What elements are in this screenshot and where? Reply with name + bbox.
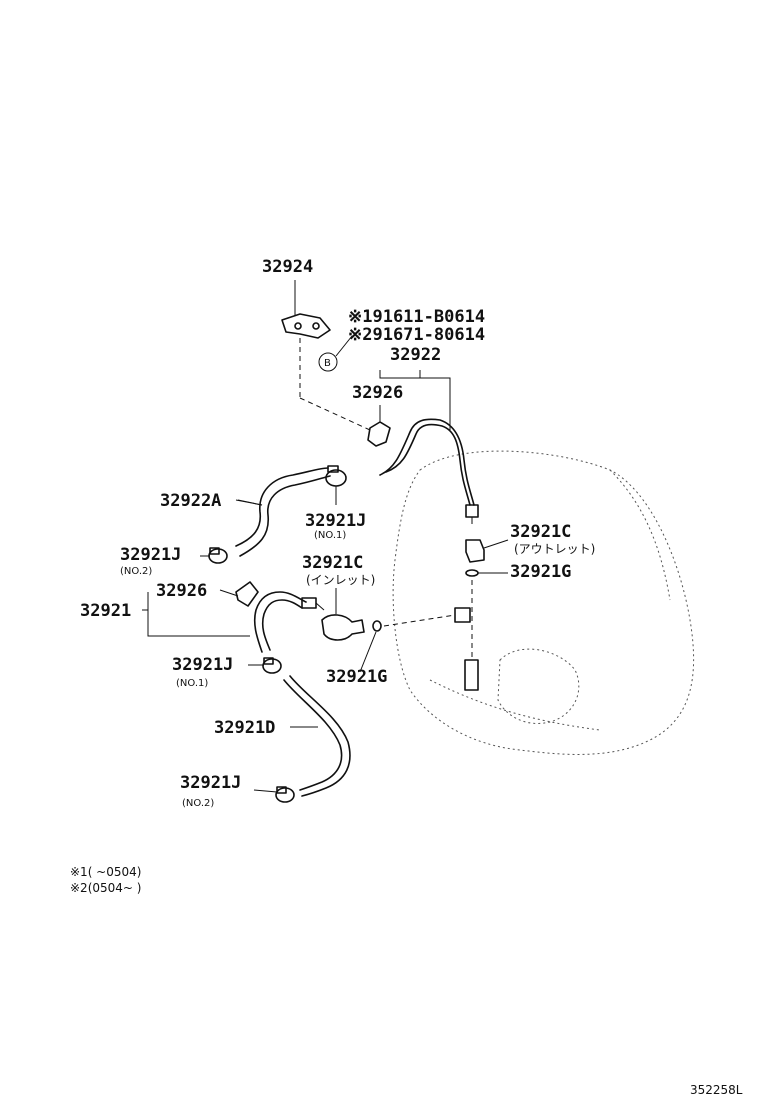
label-alt-part-1: ※191611-B0614	[348, 307, 485, 327]
label-32921J-left: 32921J	[120, 545, 181, 565]
bracket-32924	[281, 280, 331, 339]
label-32921C-inlet: 32921C	[302, 553, 363, 573]
label-32924: 32924	[262, 257, 313, 277]
label-32921C-inlet-ja: (インレット)	[306, 573, 375, 587]
port-boss-lower	[464, 659, 479, 691]
note-2: ※2(0504~ )	[70, 881, 141, 895]
label-32921J-center-no: (NO.1)	[314, 530, 346, 541]
label-circle-b: B	[324, 358, 331, 369]
label-32921J-mid: 32921J	[172, 655, 233, 675]
label-32926-mid: 32926	[156, 581, 207, 601]
label-32921J-center: 32921J	[305, 511, 366, 531]
label-32921C-outlet: 32921C	[510, 522, 571, 542]
fitting-32922-end	[465, 504, 479, 524]
clamp-32921J-left	[208, 547, 228, 564]
reference-b-circle	[318, 335, 353, 372]
fitting-32921C-outlet	[465, 539, 509, 563]
label-32921G-center: 32921G	[326, 667, 387, 687]
label-32921D: 32921D	[214, 718, 275, 738]
fitting-32921-end	[301, 597, 325, 611]
label-32921G-right: 32921G	[510, 562, 571, 582]
label-32926-top: 32926	[352, 383, 403, 403]
label-32921C-outlet-ja: (アウトレット)	[514, 542, 595, 556]
transmission-housing	[392, 450, 695, 755]
fitting-32921C-inlet	[321, 588, 365, 641]
clamp-32921J-center	[325, 465, 347, 505]
label-32921J-bottom-no: (NO.2)	[182, 798, 214, 809]
label-alt-part-2: ※291671-80614	[348, 325, 485, 345]
label-32921J-left-no: (NO.2)	[120, 566, 152, 577]
label-32922: 32922	[390, 345, 441, 365]
label-32922A: 32922A	[160, 491, 221, 511]
note-1: ※1( ~0504)	[70, 865, 141, 879]
clamp-32921J-bottom	[275, 786, 295, 803]
port-boss-upper	[454, 607, 471, 623]
clamp-32921J-mid	[262, 657, 282, 674]
diagram-code: 352258L	[690, 1083, 743, 1097]
label-32921J-mid-no: (NO.1)	[176, 678, 208, 689]
label-32921J-bottom: 32921J	[180, 773, 241, 793]
sleeve-32926-top	[367, 405, 391, 447]
sleeve-32926-mid	[235, 581, 259, 607]
label-32921: 32921	[80, 601, 131, 621]
